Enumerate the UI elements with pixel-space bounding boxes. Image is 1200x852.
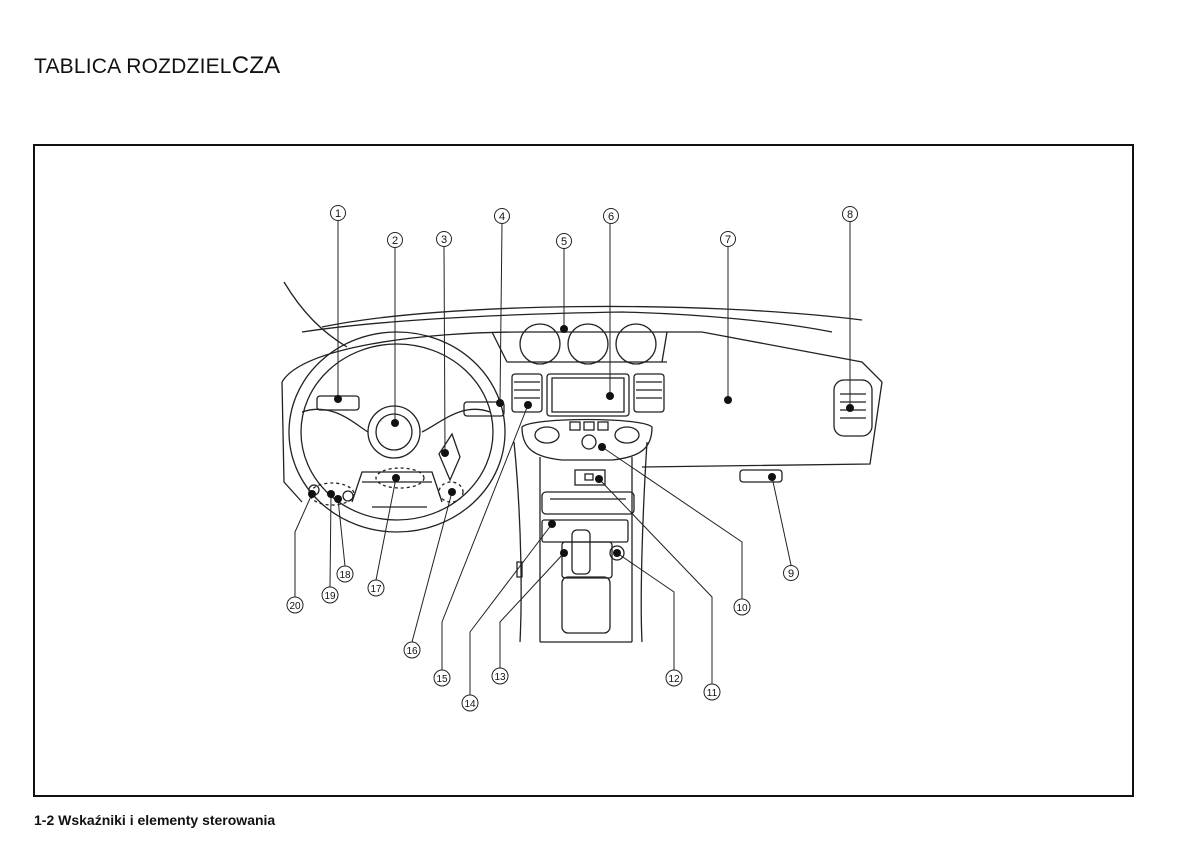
- svg-text:5: 5: [561, 236, 567, 248]
- svg-text:3: 3: [441, 234, 447, 246]
- page-caption: 1-2 Wskaźniki i elementy sterowania: [34, 812, 276, 828]
- callout-5: 5: [556, 233, 572, 249]
- callout-19: 19: [321, 586, 339, 604]
- dashboard-outline: [281, 281, 883, 643]
- dashboard-illustration: 1 2 3 4 5 6 7 8 9 10 11 12 13 14 15 16 1…: [281, 205, 883, 712]
- instrument-gauges: [519, 323, 657, 365]
- diagram-frame: 1 2 3 4 5 6 7 8 9 10 11 12 13 14 15 16 1…: [33, 144, 1134, 797]
- svg-text:1: 1: [335, 208, 341, 220]
- svg-text:15: 15: [436, 674, 448, 685]
- callout-17: 17: [367, 579, 385, 597]
- svg-text:20: 20: [289, 601, 301, 612]
- svg-text:2: 2: [392, 235, 398, 247]
- callout-15: 15: [433, 669, 451, 687]
- passenger-side: [739, 379, 873, 483]
- page-title-main: TABLICA ROZDZIEL: [34, 55, 232, 78]
- callout-3: 3: [436, 231, 452, 247]
- svg-text:9: 9: [788, 568, 794, 580]
- page-title: TABLICA ROZDZIELCZA: [34, 52, 280, 80]
- svg-text:12: 12: [668, 674, 680, 685]
- callout-18: 18: [336, 565, 354, 583]
- steering-wheel: [288, 331, 523, 578]
- callout-4: 4: [494, 208, 510, 224]
- callout-16: 16: [403, 641, 421, 659]
- callout-labels: 1 2 3 4 5 6 7 8 9 10 11 12 13 14 15 16 1…: [286, 205, 858, 712]
- callout-2: 2: [387, 232, 403, 248]
- callout-leaders: [294, 221, 851, 695]
- svg-text:17: 17: [370, 584, 382, 595]
- callout-11: 11: [703, 683, 721, 701]
- callout-1: 1: [330, 205, 346, 221]
- svg-text:18: 18: [339, 570, 351, 581]
- svg-text:13: 13: [494, 672, 506, 683]
- svg-text:14: 14: [464, 699, 476, 710]
- page-title-tail: CZA: [231, 52, 281, 79]
- svg-text:11: 11: [707, 688, 718, 699]
- callout-7: 7: [720, 231, 736, 247]
- svg-text:8: 8: [847, 209, 853, 221]
- svg-text:19: 19: [324, 591, 336, 602]
- callout-20: 20: [286, 596, 304, 614]
- svg-text:7: 7: [725, 234, 731, 246]
- svg-text:4: 4: [499, 211, 505, 223]
- svg-text:16: 16: [406, 646, 418, 657]
- callout-14: 14: [461, 694, 479, 712]
- callout-6: 6: [603, 208, 619, 224]
- callout-9: 9: [783, 565, 799, 581]
- svg-text:6: 6: [608, 211, 614, 223]
- svg-text:10: 10: [736, 603, 748, 614]
- callout-10: 10: [733, 598, 751, 616]
- center-stack: [511, 373, 665, 634]
- callout-13: 13: [491, 667, 509, 685]
- callout-dots: [308, 325, 854, 557]
- callout-8: 8: [842, 206, 858, 222]
- callout-12: 12: [665, 669, 683, 687]
